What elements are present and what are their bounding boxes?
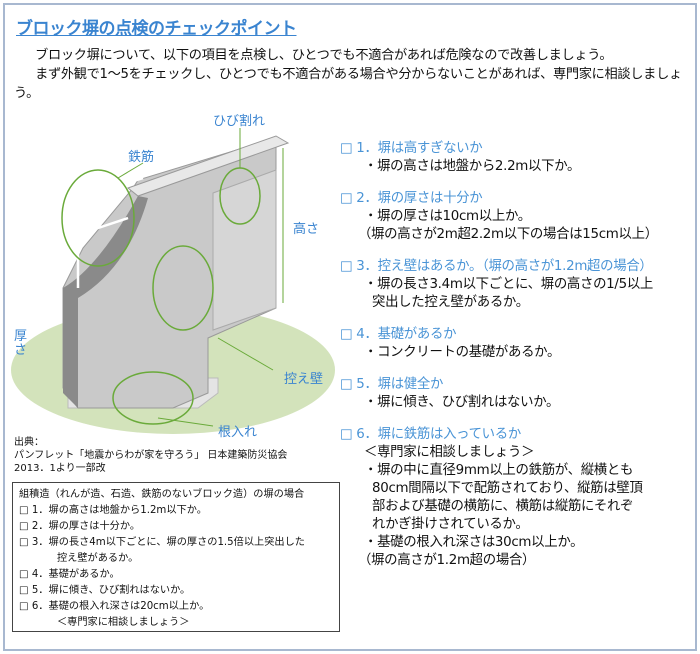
checklist: □ 1．塀は高すぎないか ・塀の高さは地盤から2.2m以下か。 □ 2．塀の厚さ… [340, 140, 698, 584]
check-item-4: □ 4．基礎があるか ・コンクリートの基礎があるか。 [340, 326, 698, 362]
source-note: 出典： パンフレット「地震からわが家を守ろう」 日本建築防災協会 2013．1よ… [14, 436, 287, 475]
check-detail: 部および基礎の横筋に、横筋は縦筋にそれぞ [372, 499, 634, 514]
check-detail: 突出した控え壁があるか。 [372, 295, 529, 310]
rebar-circle [61, 169, 135, 267]
masonry-item: □ 6．基礎の根入れ深さは20cm以上か。 [19, 601, 210, 612]
check-heading: □ 5．塀は健全か [340, 377, 444, 392]
intro-line: ブロック塀について、以下の項目を点検し、ひとつでも不適合があれば危険なので改善し… [35, 48, 613, 63]
label-embed: 根入れ [218, 425, 258, 440]
wall-section [63, 196, 148, 408]
page-title: ブロック塀の点検のチェックポイント [16, 19, 297, 39]
check-heading: □ 6．塀に鉄筋は入っているか [340, 427, 521, 442]
check-heading: □ 3．控え壁はあるか。（塀の高さが1.2m超の場合） [340, 259, 653, 274]
check-detail: ・基礎の根入れ深さは30cm以上か。 [364, 535, 584, 550]
check-heading: □ 2．塀の厚さは十分か [340, 191, 483, 206]
wall-diagram [11, 128, 335, 434]
source-label: 出典： [14, 437, 44, 448]
check-item-1: □ 1．塀は高すぎないか ・塀の高さは地盤から2.2m以下か。 [340, 140, 698, 176]
check-detail: ＜専門家に相談しましょう＞ [364, 445, 535, 460]
buttress-circle [152, 245, 214, 331]
masonry-item: □ 5．塀に傾き、ひび割れはないか。 [19, 585, 191, 596]
check-detail: （塀の高さが1.2m超の場合） [358, 553, 536, 568]
masonry-item: □ 2．塀の厚さは十分か。 [19, 521, 141, 532]
masonry-heading: 組積造（れんが造、石造、鉄筋のないブロック造）の塀の場合 [19, 489, 305, 500]
masonry-item: □ 4．基礎があるか。 [19, 569, 120, 580]
block-wall-illustration: 鉄筋 ひび割れ 高さ 厚さ 控え壁 根入れ [8, 108, 338, 440]
check-item-2: □ 2．塀の厚さは十分か ・塀の厚さは10cm以上か。 （塀の高さが2m超2.2… [340, 190, 698, 244]
wall-top [126, 135, 290, 197]
check-detail: ・塀の長さ3.4m以下ごとに、塀の高さの1/5以上 [364, 277, 654, 292]
page-frame [3, 3, 697, 651]
check-item-5: □ 5．塀は健全か ・塀に傾き、ひび割れはないか。 [340, 376, 698, 412]
label-thickness: 厚さ [14, 329, 28, 358]
label-height: 高さ [293, 222, 320, 237]
intro-line: まず外観で1～5をチェックし、ひとつでも不適合がある場合や分からないことがあれば… [14, 67, 682, 101]
check-detail: ・コンクリートの基礎があるか。 [364, 345, 561, 360]
check-heading: □ 1．塀は高すぎないか [340, 141, 483, 156]
source-date: 2013．1より一部改 [14, 463, 106, 474]
check-item-6: □ 6．塀に鉄筋は入っているか ＜専門家に相談しましょう＞ ・塀の中に直径9mm… [340, 426, 698, 570]
masonry-checklist-box: 組積造（れんが造、石造、鉄筋のないブロック造）の塀の場合 □ 1．塀の高さは地盤… [12, 482, 340, 632]
label-buttress: 控え壁 [284, 372, 324, 387]
label-crack: ひび割れ [213, 114, 266, 129]
intro-text: ブロック塀について、以下の項目を点検し、ひとつでも不適合があれば危険なので改善し… [14, 46, 689, 103]
masonry-item: □ 3．塀の長さ4m以下ごとに、塀の厚さの1.5倍以上突出した [19, 537, 305, 548]
masonry-item: ＜専門家に相談しましょう＞ [57, 617, 190, 628]
label-rebar: 鉄筋 [128, 150, 155, 165]
embed-circle [112, 371, 194, 425]
check-item-3: □ 3．控え壁はあるか。（塀の高さが1.2m超の場合） ・塀の長さ3.4m以下ご… [340, 258, 698, 312]
check-detail: れかぎ掛けされているか。 [372, 517, 529, 532]
buttress [212, 169, 277, 331]
source-title: パンフレット「地震からわが家を守ろう」 日本建築防災協会 [14, 450, 288, 461]
check-detail: ・塀の厚さは10cm以上か。 [364, 209, 531, 224]
masonry-item: □ 1．塀の高さは地盤から1.2m以下か。 [19, 505, 207, 516]
check-detail: ・塀の中に直径9mm以上の鉄筋が、縦横とも [364, 463, 634, 478]
check-detail: ・塀に傾き、ひび割れはないか。 [364, 395, 560, 410]
check-detail: ・塀の高さは地盤から2.2m以下か。 [364, 159, 581, 174]
check-heading: □ 4．基礎があるか [340, 327, 457, 342]
check-detail: （塀の高さが2m超2.2m以下の場合は15cm以上） [358, 227, 658, 242]
check-detail: 80cm間隔以下で配筋されており、縦筋は壁頂 [372, 481, 643, 496]
masonry-item: 控え壁があるか。 [57, 553, 139, 564]
